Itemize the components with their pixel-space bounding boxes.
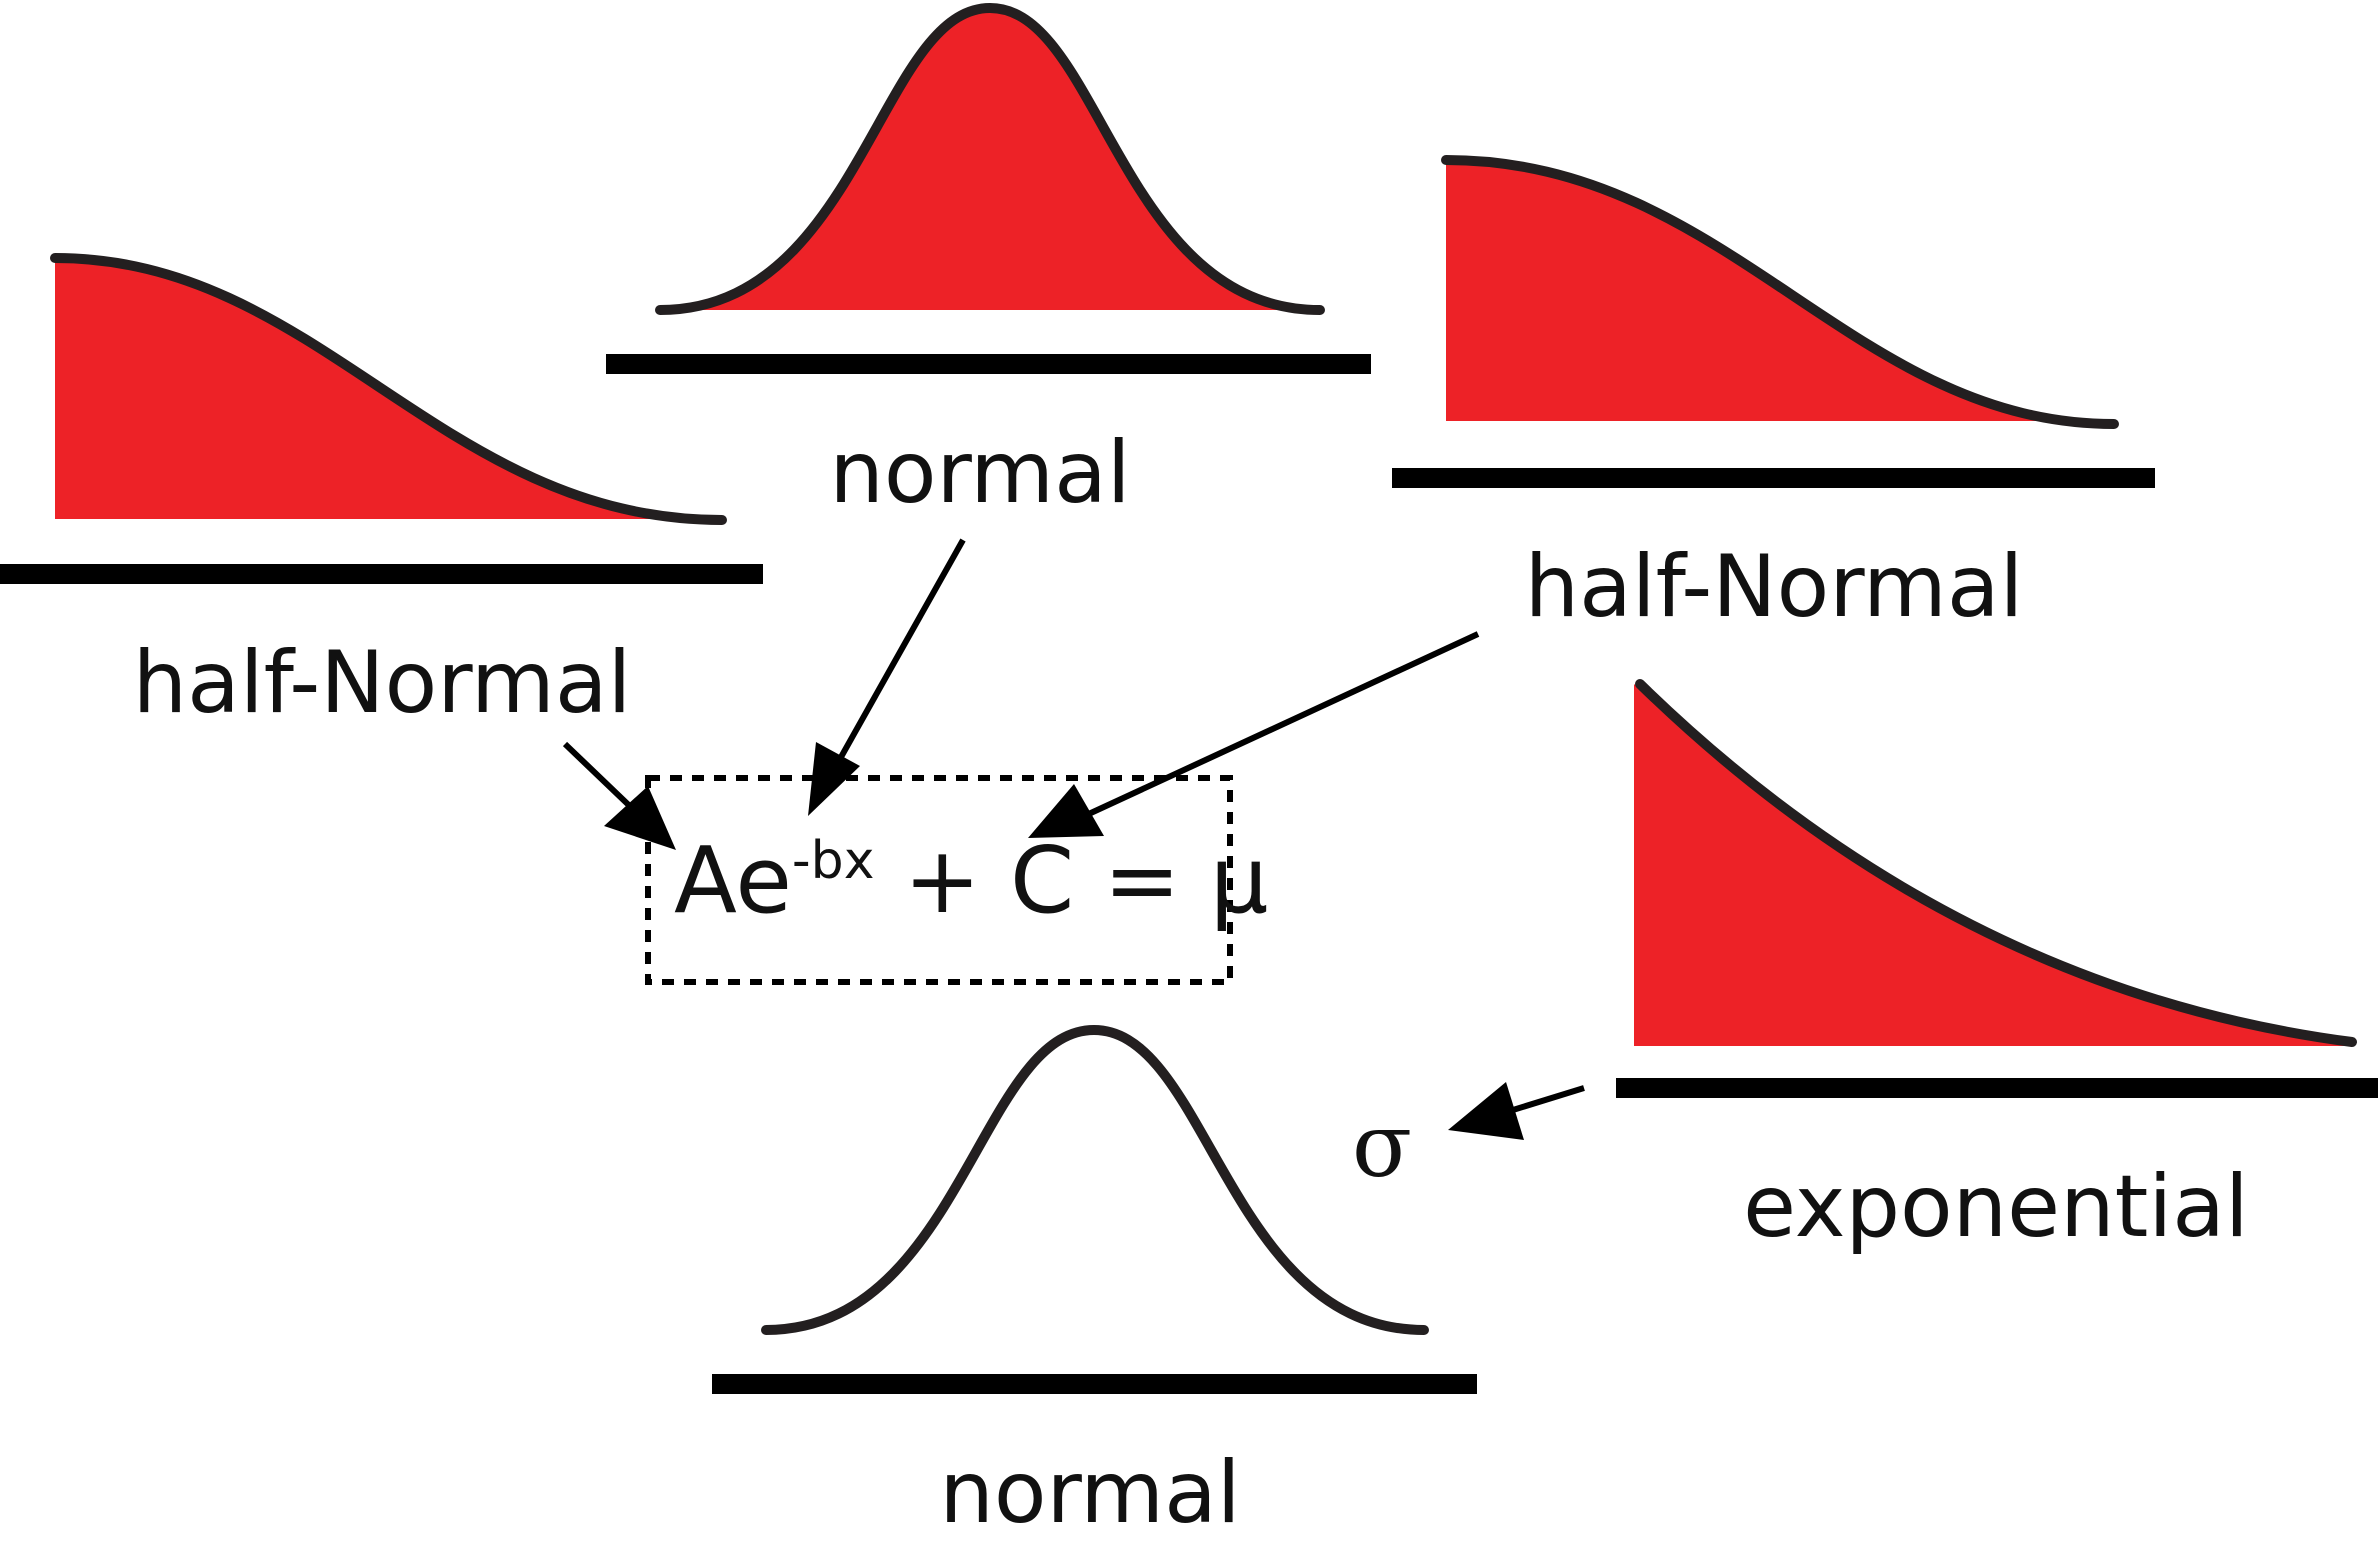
half-normal-right-fill — [1446, 162, 2112, 424]
arrow-exponential-to-sigma — [1448, 1082, 1585, 1140]
exponential-baseline — [1616, 1078, 2378, 1098]
arrow-normal-top-to-equation — [808, 538, 966, 816]
normal-bottom-distribution: normal — [712, 1025, 1477, 1543]
half-normal-right-label: half-Normal — [1525, 537, 2024, 637]
exponential-fill — [1634, 684, 2350, 1046]
half-normal-left-fill — [55, 260, 720, 520]
half-normal-right-baseline — [1392, 468, 2155, 488]
half-normal-right-distribution: half-Normal — [1392, 155, 2155, 637]
half-normal-right-curve — [1441, 155, 2119, 429]
sigma-label: σ — [1352, 1094, 1412, 1197]
equation-base: Ae — [674, 827, 792, 934]
normal-top-curve — [655, 3, 1325, 315]
half-normal-left-label: half-Normal — [133, 633, 632, 733]
exponential-label: exponential — [1743, 1157, 2249, 1257]
normal-top-label: normal — [829, 423, 1130, 523]
half-normal-left-baseline — [0, 564, 763, 584]
normal-bottom-label: normal — [939, 1443, 1240, 1543]
equation-rest: + C = μ — [874, 827, 1268, 934]
normal-top-baseline — [606, 354, 1371, 374]
normal-bottom-baseline — [712, 1374, 1477, 1394]
equation-box: Ae-bx + C = μ — [645, 775, 1268, 985]
equation-text: Ae-bx + C = μ — [674, 827, 1268, 934]
equation-dashed-border — [645, 775, 1233, 985]
half-normal-left-distribution: half-Normal — [0, 253, 763, 733]
normal-top-distribution: normal — [606, 3, 1371, 523]
arrow-half-normal-right-to-equation — [1028, 631, 1480, 838]
normal-bottom-curve — [761, 1025, 1429, 1335]
half-normal-left-curve — [50, 253, 727, 525]
exponential-curve — [1635, 679, 2357, 1047]
arrow-half-normal-left-to-equation — [562, 741, 676, 850]
normal-top-fill — [660, 8, 1320, 310]
equation-superscript: -bx — [792, 831, 875, 891]
exponential-distribution: exponential — [1616, 679, 2378, 1257]
